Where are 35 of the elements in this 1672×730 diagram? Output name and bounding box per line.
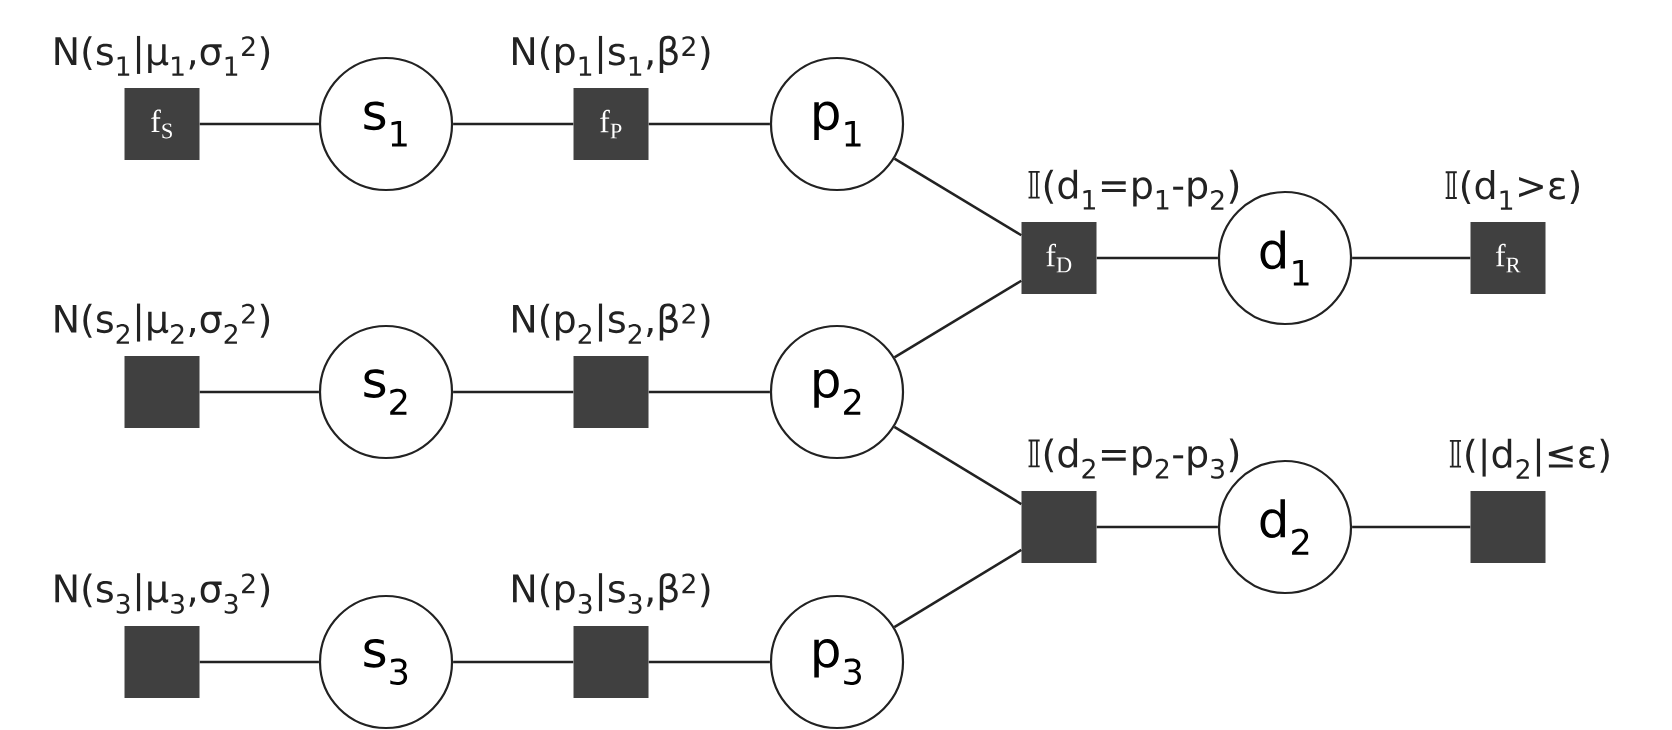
factor-square [124,626,200,698]
factor-square [573,626,649,698]
factor-square: f$_{D}$ [1021,222,1097,294]
connector-line [648,122,770,126]
factor-label: 𝕀(|d$_{2}$|≤ε) [1449,438,1609,479]
factor-square: f$_{S}$ [124,88,200,160]
connector-line [199,390,319,394]
factor-square [124,356,200,428]
factor-label: N(p$_{3}$|s$_{3}$,β$^{2}$) [513,573,710,614]
factor-square [1021,491,1097,563]
connector-line [893,279,1022,359]
connector-line [1352,256,1471,260]
factor-label: N(s$_{2}$|μ$_{2}$,σ$_{2}$$^{2}$) [55,303,270,344]
connector-line [453,660,574,664]
connector-line [648,390,770,394]
connector-line [453,122,574,126]
factor-square [1470,491,1546,563]
connector-line [453,390,574,394]
factor-label: N(p$_{1}$|s$_{1}$,β$^{2}$) [513,35,710,76]
connector-line [893,425,1022,506]
factor-label: N(s$_{1}$|μ$_{1}$,σ$_{1}$$^{2}$) [55,35,270,76]
factor-label: N(s$_{3}$|μ$_{3}$,σ$_{3}$$^{2}$) [55,573,270,614]
connector-line [1352,525,1471,529]
connector-line [893,548,1022,629]
factor-square: f$_{R}$ [1470,222,1546,294]
factor-label: 𝕀(d$_{1}$>ε) [1445,170,1579,210]
connector-line [1096,525,1218,529]
connector-line [199,660,319,664]
connector-line [199,122,319,126]
connector-line [1096,256,1218,260]
connector-line [893,157,1022,237]
connector-line [648,660,770,664]
factor-square: f$_{P}$ [573,88,649,160]
factor-square [573,356,649,428]
factor-label: N(p$_{2}$|s$_{2}$,β$^{2}$) [513,303,710,344]
